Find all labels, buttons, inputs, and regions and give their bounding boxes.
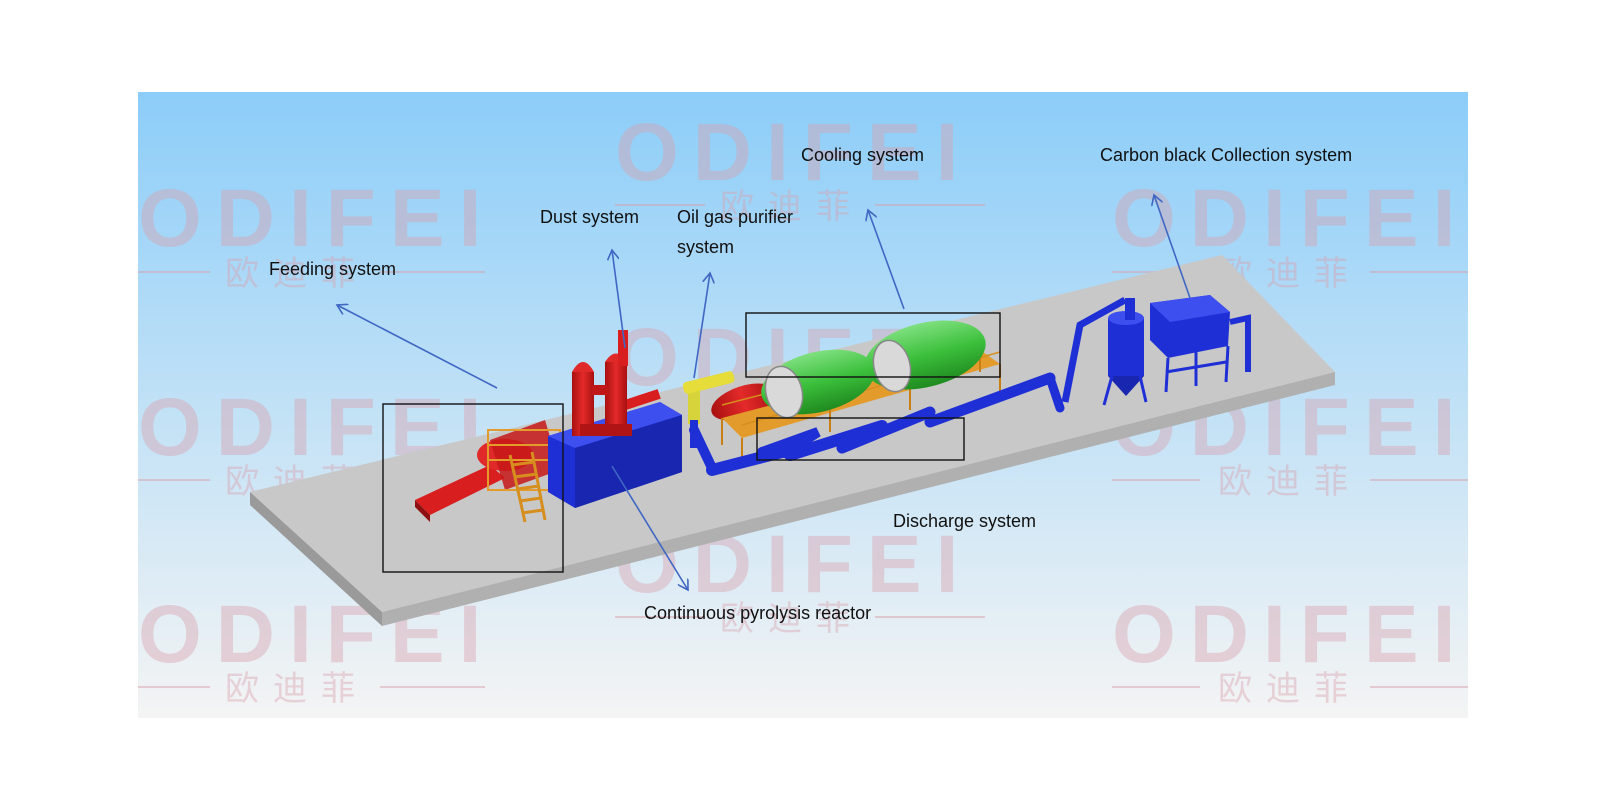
carbon-black-arrow [1154, 195, 1191, 299]
oil-gas-arrow [693, 273, 710, 379]
outline-boxes [382, 312, 1001, 573]
watermark-brand-cn: 欧迪菲 [1218, 463, 1362, 501]
label-discharge-system: Discharge system [893, 511, 1037, 531]
watermark-brand-cn: 欧迪菲 [720, 188, 864, 226]
watermark-brand: ODIFEI [1112, 173, 1469, 264]
watermark-brand-cn: 欧迪菲 [1218, 670, 1362, 708]
cooling-outline-box [745, 312, 1001, 378]
watermark-brand: ODIFEI [615, 107, 972, 198]
watermark-brand-cn: 欧迪菲 [225, 255, 369, 293]
reactor-arrow [611, 465, 688, 590]
watermark-brand-cn: 欧迪菲 [225, 670, 369, 708]
feeding-outline-box [382, 403, 564, 573]
cooling-arrow [868, 210, 905, 310]
feeder [415, 420, 561, 523]
watermark-brand: ODIFEI [1112, 589, 1469, 680]
carbon-black-collector [1061, 295, 1251, 406]
platform [250, 255, 1335, 626]
cooling-system [721, 320, 1001, 462]
label-oil-gas-purifier-system: Oil gas purifier system [677, 207, 794, 257]
label-carbon-black-collection-system: Carbon black Collection system [1100, 145, 1353, 165]
feeding-arrow [337, 305, 498, 389]
watermark-brand: ODIFEI [138, 173, 495, 264]
label-feeding-system: Feeding system [269, 259, 397, 279]
leader-arrows [337, 195, 1191, 590]
watermark-brand-cn: 欧迪菲 [720, 600, 864, 638]
discharge-system [689, 372, 1065, 476]
label-dust-system: Dust system [540, 207, 640, 227]
dust-arrow [612, 250, 626, 349]
label-cooling-system: Cooling system [801, 145, 925, 165]
discharge-outline-box [756, 417, 965, 461]
dust-system [572, 330, 632, 436]
label-continuous-pyrolysis-reactor: Continuous pyrolysis reactor [644, 603, 872, 623]
